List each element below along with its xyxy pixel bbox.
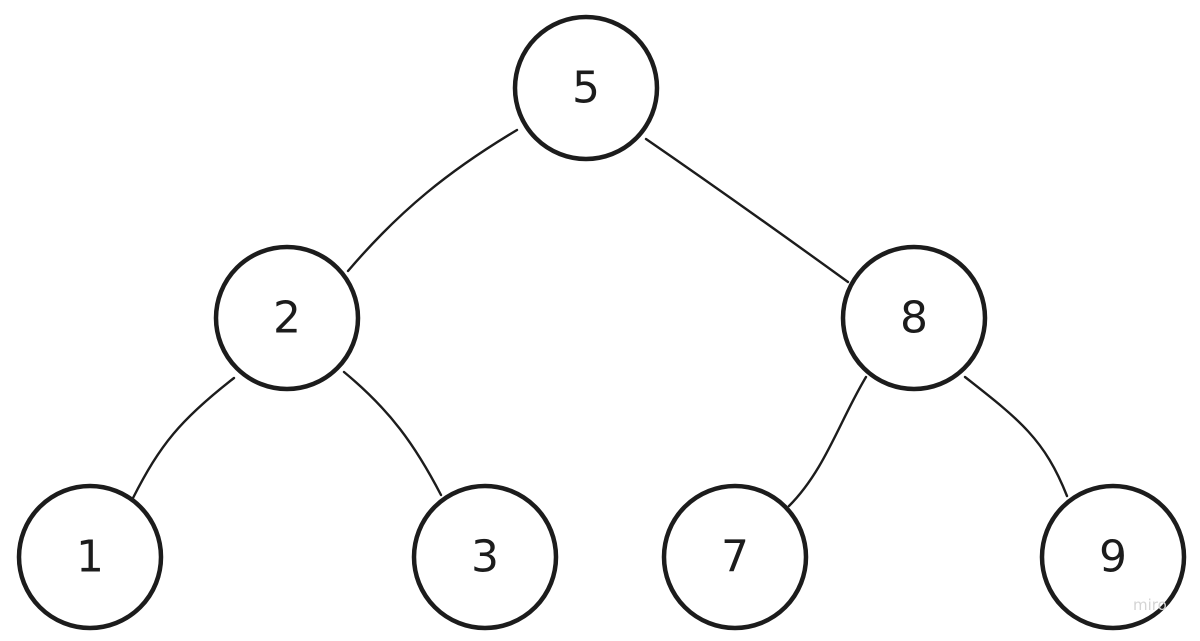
tree-node-7: 7 xyxy=(661,483,809,631)
tree-node-5: 5 xyxy=(512,14,660,162)
edge-2-1 xyxy=(131,376,236,500)
tree-node-3: 3 xyxy=(411,483,559,631)
tree-node-2: 2 xyxy=(213,244,361,392)
node-label: 2 xyxy=(273,293,301,344)
tree-node-9: 9 xyxy=(1039,483,1187,631)
edge-8-9 xyxy=(963,375,1069,498)
tree-node-1: 1 xyxy=(16,483,164,631)
node-label: 3 xyxy=(471,532,499,583)
miro-watermark: miro xyxy=(1133,596,1167,614)
node-label: 8 xyxy=(900,293,928,344)
edge-2-3 xyxy=(342,370,443,497)
node-label: 5 xyxy=(572,63,600,114)
node-label: 1 xyxy=(76,532,104,583)
edge-5-8 xyxy=(644,137,850,284)
tree-node-8: 8 xyxy=(840,244,988,392)
edge-8-7 xyxy=(787,375,868,508)
node-label: 9 xyxy=(1099,532,1127,583)
node-label: 7 xyxy=(721,532,749,583)
edge-5-2 xyxy=(346,128,519,273)
